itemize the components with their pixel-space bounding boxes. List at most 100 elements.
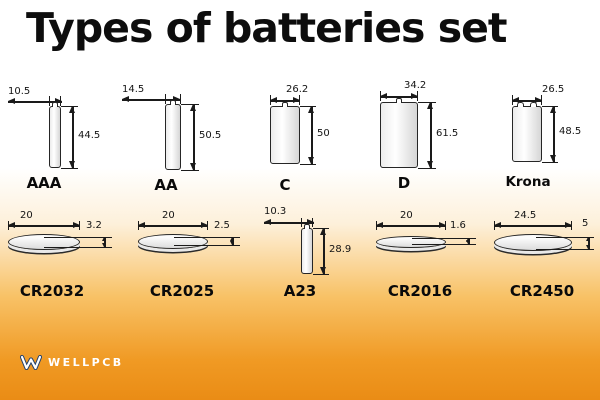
height-value: 50.5 xyxy=(199,130,222,141)
dim-tick xyxy=(270,95,271,105)
dim-tick xyxy=(312,218,313,227)
width-dimension-line xyxy=(8,98,62,104)
dim-tick xyxy=(418,168,436,169)
height-dimension-line xyxy=(320,228,326,274)
dim-tick xyxy=(44,247,112,248)
battery-figure-aaa: 10.5 44.5 AAA xyxy=(8,84,116,194)
battery-body xyxy=(512,102,542,162)
dim-tick xyxy=(376,221,377,230)
width-value: 26.2 xyxy=(286,84,309,95)
battery-name: CR2025 xyxy=(149,282,215,300)
dim-tick xyxy=(165,94,166,104)
battery-figure-d: 34.2 61.5 D xyxy=(354,80,472,198)
height-dimension-line xyxy=(69,106,75,168)
width-value: 14.5 xyxy=(122,84,145,95)
dim-tick xyxy=(301,218,302,227)
battery-body xyxy=(270,106,300,164)
battery-figure-cr2025: 20 2.5 CR2025 xyxy=(132,210,254,306)
diameter-value: 24.5 xyxy=(514,210,537,221)
dim-tick xyxy=(8,221,9,230)
dim-tick xyxy=(174,245,240,246)
width-dimension-line xyxy=(380,93,418,99)
width-value: 26.5 xyxy=(542,84,565,95)
dim-tick xyxy=(180,94,181,104)
wellpcb-w-icon xyxy=(20,355,42,370)
dim-tick xyxy=(61,168,78,169)
dim-tick xyxy=(541,95,542,105)
dim-tick xyxy=(418,102,436,103)
dim-tick xyxy=(79,221,80,230)
dim-tick xyxy=(512,95,513,105)
thickness-value: 5 xyxy=(582,218,589,229)
dim-tick xyxy=(536,237,594,238)
coin-cell-body xyxy=(494,234,572,251)
diameter-value: 20 xyxy=(162,210,175,221)
dim-tick xyxy=(300,106,316,107)
dim-tick xyxy=(542,106,558,107)
height-value: 28.9 xyxy=(329,244,352,255)
battery-figure-krona: 26.5 48.5 Krona xyxy=(488,84,598,196)
dim-tick xyxy=(300,164,316,165)
dim-tick xyxy=(174,237,240,238)
height-value: 50 xyxy=(317,128,330,139)
height-dimension-line xyxy=(550,106,556,162)
width-dimension-line xyxy=(122,96,180,102)
height-value: 48.5 xyxy=(559,126,582,137)
thickness-dimension-line xyxy=(230,237,234,245)
dim-tick xyxy=(412,238,476,239)
height-dimension-line xyxy=(427,102,433,168)
coin-cell-body xyxy=(376,236,446,248)
dim-tick xyxy=(313,274,329,275)
battery-name: Krona xyxy=(505,174,551,190)
battery-body xyxy=(380,102,418,168)
dim-tick xyxy=(181,104,199,105)
diameter-dimension-line xyxy=(8,222,80,228)
thickness-value: 3.2 xyxy=(86,220,102,231)
dim-tick xyxy=(542,162,558,163)
width-dimension-line xyxy=(512,97,542,103)
height-dimension-line xyxy=(190,104,196,170)
battery-name: D xyxy=(397,174,411,192)
dim-tick xyxy=(207,221,208,230)
dim-tick xyxy=(412,244,476,245)
battery-name: C xyxy=(279,176,291,194)
diameter-value: 20 xyxy=(20,210,33,221)
battery-figure-aa: 14.5 50.5 AA xyxy=(118,82,230,196)
battery-name: A23 xyxy=(283,282,317,300)
battery-body xyxy=(301,228,313,274)
battery-body xyxy=(49,106,61,168)
thickness-value: 1.6 xyxy=(450,220,466,231)
battery-name: CR2016 xyxy=(387,282,453,300)
dim-tick xyxy=(536,249,594,250)
battery-name: AA xyxy=(154,176,178,194)
dim-tick xyxy=(44,237,112,238)
battery-figure-a23: 10.3 28.9 A23 xyxy=(264,206,364,308)
battery-figure-c: 26.2 50 C xyxy=(240,84,352,196)
dim-tick xyxy=(181,170,199,171)
dim-tick xyxy=(417,91,418,101)
battery-name: CR2450 xyxy=(509,282,575,300)
width-value: 10.3 xyxy=(264,206,287,217)
height-value: 44.5 xyxy=(78,130,101,141)
battery-body xyxy=(165,104,181,170)
width-value: 10.5 xyxy=(8,86,31,97)
diameter-dimension-line xyxy=(376,222,446,228)
diameter-dimension-line xyxy=(494,222,572,228)
width-value: 34.2 xyxy=(404,80,427,91)
thickness-value: 2.5 xyxy=(214,220,230,231)
dim-tick xyxy=(49,96,50,106)
battery-figure-cr2032: 20 3.2 CR2032 xyxy=(4,210,126,306)
width-dimension-line xyxy=(270,97,300,103)
battery-figure-cr2016: 20 1.6 CR2016 xyxy=(370,210,492,306)
battery-figure-cr2450: 24.5 5 CR2450 xyxy=(492,210,598,306)
dim-tick xyxy=(60,96,61,106)
dim-tick xyxy=(299,95,300,105)
page-title: Types of batteries set xyxy=(26,4,508,52)
wellpcb-logo: WELLPCB xyxy=(20,355,124,370)
dim-tick xyxy=(138,221,139,230)
dim-tick xyxy=(494,221,495,230)
height-dimension-line xyxy=(308,106,314,164)
dim-tick xyxy=(571,221,572,230)
thickness-dimension-line xyxy=(466,238,470,244)
